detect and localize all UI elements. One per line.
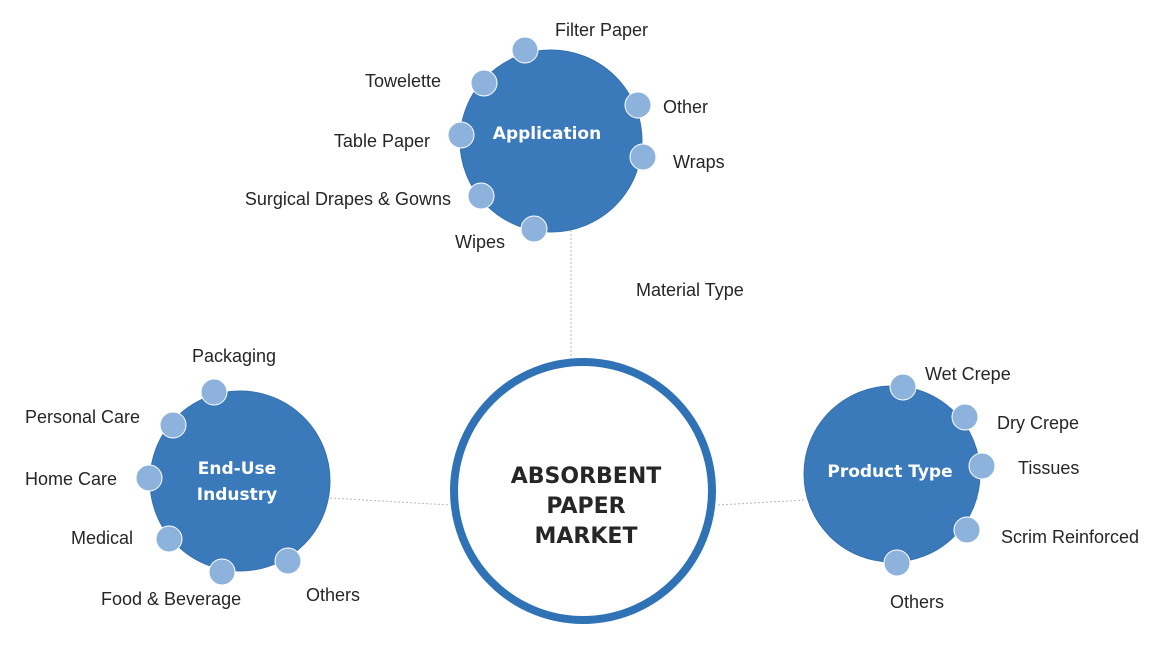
product-type-item: Scrim Reinforced	[1001, 527, 1139, 547]
packaging-dot	[200, 378, 228, 406]
filter-paper-dot	[511, 36, 539, 64]
center-circle	[450, 358, 716, 624]
application-item: Table Paper	[334, 131, 430, 151]
application-title: Application	[493, 124, 601, 144]
center-title-line2: PAPER	[546, 494, 625, 519]
wet-crepe-dot	[889, 373, 917, 401]
table-paper-dot	[447, 121, 475, 149]
product-type-item: Others	[890, 592, 944, 612]
application-item: Towelette	[365, 71, 441, 91]
material-type-label: Material Type	[636, 280, 744, 300]
medical-dot	[155, 525, 183, 553]
end-use-item: Packaging	[192, 346, 276, 366]
food-beverage-dot	[208, 558, 236, 586]
end-use-title-line2: Industry	[197, 485, 277, 505]
product-type-item: Dry Crepe	[997, 413, 1079, 433]
personal-care-dot	[159, 411, 187, 439]
application-item: Other	[663, 97, 708, 117]
center-title-line3: MARKET	[535, 524, 638, 549]
connector-end-use	[329, 497, 451, 506]
product-type-title: Product Type	[827, 462, 952, 482]
others-dot	[274, 547, 302, 575]
wraps-dot	[629, 143, 657, 171]
product-type-item: Wet Crepe	[925, 364, 1011, 384]
other-dot	[624, 91, 652, 119]
connector-product-type	[717, 499, 806, 506]
end-use-item: Medical	[71, 528, 133, 548]
towelette-dot	[470, 69, 498, 97]
others-dot	[883, 549, 911, 577]
surgical-drapes-dot	[467, 182, 495, 210]
tissues-dot	[968, 452, 996, 480]
end-use-item: Others	[306, 585, 360, 605]
end-use-item: Home Care	[25, 469, 117, 489]
end-use-item: Food & Beverage	[101, 589, 241, 609]
end-use-item: Personal Care	[25, 407, 140, 427]
application-item: Filter Paper	[555, 20, 648, 40]
home-care-dot	[135, 464, 163, 492]
scrim-reinforced-dot	[953, 516, 981, 544]
application-item: Surgical Drapes & Gowns	[245, 189, 451, 209]
product-type-item: Tissues	[1018, 458, 1079, 478]
application-item: Wraps	[673, 152, 725, 172]
application-item: Wipes	[455, 232, 505, 252]
end-use-title-line1: End-Use	[198, 459, 276, 479]
dry-crepe-dot	[951, 403, 979, 431]
center-title-line1: ABSORBENT	[511, 464, 662, 489]
wipes-dot	[520, 215, 548, 243]
